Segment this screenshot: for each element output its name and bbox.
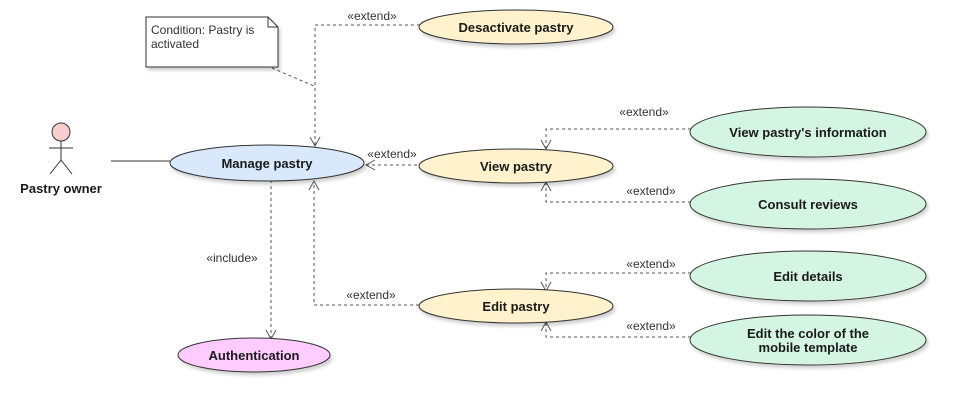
actor-pastry-owner[interactable]: Pastry owner xyxy=(20,122,102,196)
extend-edit-line xyxy=(313,182,419,306)
extend-desactivate-line xyxy=(314,24,420,145)
extend-edit-arrow xyxy=(308,179,320,191)
note-anchor-line xyxy=(271,67,315,87)
use-case-edit-color[interactable]: Edit the color of the mobile template xyxy=(689,314,927,366)
use-case-view-info-label: View pastry's information xyxy=(729,125,887,140)
extend-label-viewinfo: «extend» xyxy=(619,105,669,119)
extend-label-reviews: «extend» xyxy=(626,184,676,198)
use-case-consult-reviews-ellipse xyxy=(689,178,927,230)
use-case-consult-reviews[interactable]: Consult reviews xyxy=(689,178,927,230)
note-fold xyxy=(267,17,278,28)
extend-label-view: «extend» xyxy=(367,147,417,161)
note-line-1: Condition: Pastry is xyxy=(151,23,254,37)
extend-viewinfo-arrow xyxy=(540,139,552,151)
extend-label-edit: «extend» xyxy=(346,288,396,302)
use-case-view-info-ellipse xyxy=(689,106,927,158)
use-case-view-pastry[interactable]: View pastry xyxy=(418,148,614,184)
extend-desactivate-arrow xyxy=(309,136,321,148)
use-case-edit-label: Edit pastry xyxy=(482,299,550,314)
actor-label: Pastry owner xyxy=(20,181,102,196)
extend-label-editcolor: «extend» xyxy=(626,319,676,333)
extend-label-desactivate: «extend» xyxy=(347,9,397,23)
use-case-authentication-label: Authentication xyxy=(209,348,300,363)
use-case-manage-pastry[interactable]: Manage pastry xyxy=(169,144,365,182)
include-label-auth: «include» xyxy=(206,251,258,265)
use-case-consult-reviews-label: Consult reviews xyxy=(758,197,858,212)
actor-head-icon xyxy=(51,122,71,142)
use-case-edit-pastry[interactable]: Edit pastry xyxy=(418,288,614,324)
use-case-view-label: View pastry xyxy=(480,159,553,174)
extend-editdetails-line xyxy=(545,272,691,290)
use-case-authentication-ellipse xyxy=(177,337,331,373)
extend-viewinfo-line xyxy=(545,128,691,148)
use-case-manage-ellipse xyxy=(169,144,365,182)
use-case-edit-color-ellipse xyxy=(689,314,927,366)
extend-reviews-line xyxy=(545,183,691,203)
actor-left-leg xyxy=(49,159,62,175)
use-case-authentication[interactable]: Authentication xyxy=(177,337,331,373)
extend-label-editdetails: «extend» xyxy=(626,257,676,271)
note-shape xyxy=(145,16,279,68)
condition-note xyxy=(145,16,279,68)
use-case-manage-label: Manage pastry xyxy=(221,156,313,171)
use-case-edit-details-label: Edit details xyxy=(773,269,842,284)
use-case-edit-color-label-1: Edit the color of the xyxy=(747,326,869,341)
relation-labels: «extend» «extend» «extend» «include» «ex… xyxy=(206,9,676,333)
use-case-desactivate-pastry[interactable]: Desactivate pastry xyxy=(418,9,614,45)
use-case-desactivate-ellipse xyxy=(418,9,614,45)
use-case-view-ellipse xyxy=(418,148,614,184)
note-line-2: activated xyxy=(151,37,199,51)
use-case-edit-color-label-2: mobile template xyxy=(759,340,858,355)
use-case-edit-details[interactable]: Edit details xyxy=(689,250,927,302)
use-case-edit-details-ellipse xyxy=(689,250,927,302)
extend-editcolor-line xyxy=(545,323,691,338)
use-case-desactivate-label: Desactivate pastry xyxy=(459,20,575,35)
use-case-view-info[interactable]: View pastry's information xyxy=(689,106,927,158)
use-case-edit-ellipse xyxy=(418,288,614,324)
connectors xyxy=(111,24,691,341)
actor-right-leg xyxy=(60,159,73,175)
extend-view-arrow xyxy=(364,159,376,171)
